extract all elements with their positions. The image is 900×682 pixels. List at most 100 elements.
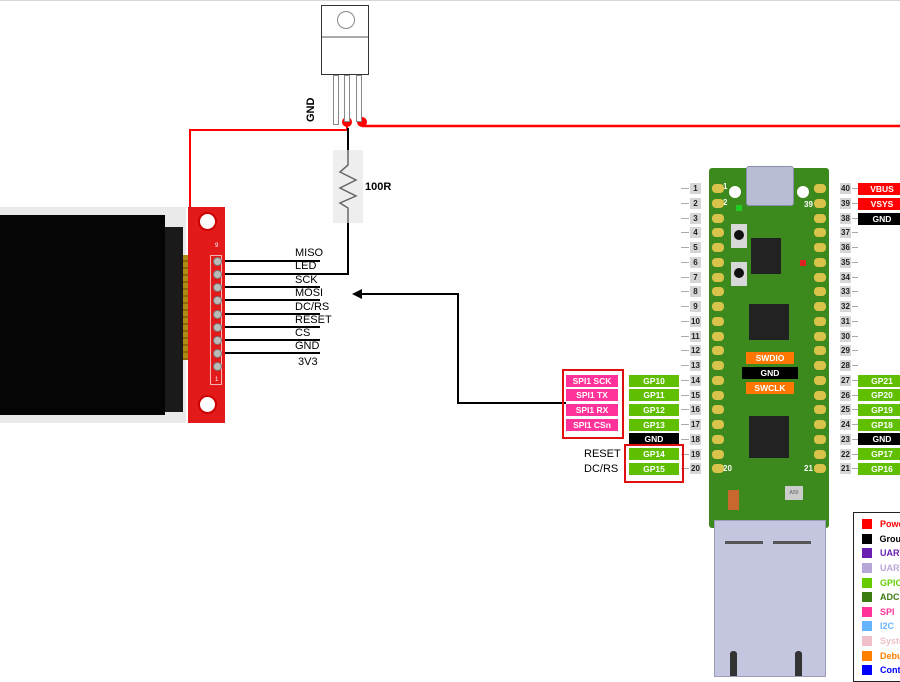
pin-pad [712, 243, 724, 252]
pin-label-cs: CS [295, 327, 310, 339]
w5100s-chip [749, 416, 789, 458]
flash-chip [751, 238, 781, 274]
ethernet-jack [714, 520, 826, 677]
legend-swatch [862, 563, 872, 573]
pin-lead [852, 262, 858, 263]
legend-label: System [880, 636, 900, 646]
legend-swatch [862, 578, 872, 588]
legend-item: Control [862, 663, 900, 678]
legend-item: ADC [862, 590, 900, 605]
tag-spi1-csn: SPI1 CSn [566, 419, 618, 431]
pin-number: 17 [690, 419, 701, 430]
voltage-regulator [321, 5, 369, 75]
tag-gp19: GP19 [858, 404, 900, 416]
pin-lead [681, 306, 689, 307]
mounting-hole-icon [198, 395, 217, 414]
pin-pad [712, 228, 724, 237]
legend-label: UART [880, 563, 900, 573]
pin-lead [681, 232, 689, 233]
pin-lead [681, 321, 689, 322]
tag-spi1-tx: SPI1 TX [566, 389, 618, 401]
pin-number: 39 [840, 198, 851, 209]
legend-list: PowerGroundUARTUARTGPIOADCSPII2CSystemDe… [862, 517, 900, 678]
pin-pad [814, 391, 826, 400]
spi-bus-wire [360, 294, 566, 403]
pin-pad [712, 346, 724, 355]
pin-label-mosi: MOSI [295, 287, 323, 299]
arrow-head-icon [352, 289, 362, 299]
pin-number: 28 [840, 360, 851, 371]
legend-item: System [862, 634, 900, 649]
pin-number: 32 [840, 301, 851, 312]
tag-debug-gnd: GND [742, 367, 798, 379]
pin-pad [712, 405, 724, 414]
pin-number: 3 [690, 213, 701, 224]
legend-swatch [862, 651, 872, 661]
pin-pad [814, 435, 826, 444]
pin-lead [681, 277, 689, 278]
pin-pad [814, 287, 826, 296]
header-label-top: 9 [215, 243, 218, 249]
pin-pad [712, 184, 724, 193]
pin-pad [814, 376, 826, 385]
tag-spi1-rx: SPI1 RX [566, 404, 618, 416]
pin-lead [852, 291, 858, 292]
pin-lead [681, 365, 689, 366]
legend-label: I2C [880, 621, 894, 631]
legend-item: UART [862, 561, 900, 576]
legend-box: PowerGroundUARTUARTGPIOADCSPII2CSystemDe… [853, 512, 900, 682]
pin-number: 6 [690, 257, 701, 268]
pin-pad [712, 273, 724, 282]
pin-label-sck: SCK [295, 274, 318, 286]
tag-gp10: GP10 [629, 375, 679, 387]
pin-label-gnd: GND [295, 340, 319, 352]
pin-pad [814, 199, 826, 208]
legend-swatch [862, 592, 872, 602]
bootsel-button[interactable] [731, 224, 747, 248]
corner-label-21: 21 [804, 464, 813, 473]
pin-pad [814, 184, 826, 193]
legend-label: UART [880, 548, 900, 558]
pin-number: 10 [690, 316, 701, 327]
pin-number: 30 [840, 331, 851, 342]
pin-pad [712, 214, 724, 223]
pin-lead [852, 336, 858, 337]
legend-swatch [862, 665, 872, 675]
pin-pad [814, 420, 826, 429]
display-screen [0, 215, 165, 415]
pin-number: 38 [840, 213, 851, 224]
pin-lead [681, 262, 689, 263]
pin-pad [712, 199, 724, 208]
pin-number: 33 [840, 286, 851, 297]
pin-lead [681, 203, 689, 204]
pin-lead [681, 395, 689, 396]
pin-pad [712, 332, 724, 341]
pin-lead [852, 350, 858, 351]
tag-spi1-sck: SPI1 SCK [566, 375, 618, 387]
pin-number: 25 [840, 404, 851, 415]
pin-label-led: LED [295, 260, 316, 272]
run-button[interactable] [731, 262, 747, 286]
crystal: A50 [785, 486, 803, 500]
pin-pad [814, 214, 826, 223]
pin-pad [814, 464, 826, 473]
tft-display [0, 207, 186, 423]
pin-pad [712, 317, 724, 326]
pin-pad [814, 228, 826, 237]
power-led [800, 260, 806, 266]
legend-swatch [862, 636, 872, 646]
pin-pad [814, 258, 826, 267]
pin-lead [852, 365, 858, 366]
legend-swatch [862, 519, 872, 529]
pin-pad [712, 302, 724, 311]
pin-label-dcrs: DC/RS [295, 301, 329, 313]
pin-number: 11 [690, 331, 701, 342]
pin-number: 27 [840, 375, 851, 386]
pin-number: 35 [840, 257, 851, 268]
pin-number: 21 [840, 463, 851, 474]
pin-number: 5 [690, 242, 701, 253]
pin-label-miso: MISO [295, 247, 323, 259]
legend-item: GPIO [862, 575, 900, 590]
pin-pad [814, 302, 826, 311]
pin-pad [712, 361, 724, 370]
